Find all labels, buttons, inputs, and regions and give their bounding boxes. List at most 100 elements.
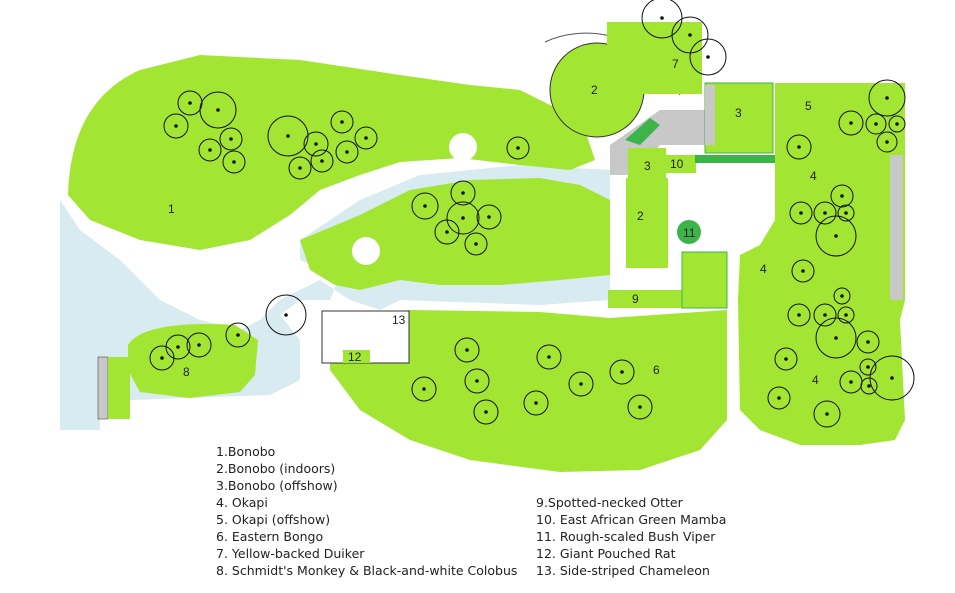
enclosure-3-inner — [628, 148, 666, 178]
enclosure-11 — [677, 220, 701, 244]
legend-left: 1.Bonobo 2.Bonobo (indoors) 3.Bonobo (of… — [216, 443, 517, 579]
tree-trunk — [834, 234, 838, 238]
tree-canopy — [868, 79, 906, 117]
label-area-9: 9 — [632, 292, 639, 306]
tree-canopy — [856, 330, 880, 354]
tree-trunk — [320, 159, 324, 163]
tree-canopy — [506, 136, 530, 160]
tree-canopy — [689, 38, 727, 76]
rock-2 — [352, 237, 380, 265]
tree-trunk — [660, 16, 664, 20]
tree-canopy — [450, 180, 476, 206]
tree-canopy — [627, 394, 653, 420]
tree-trunk — [422, 387, 426, 391]
enclosure-4 — [738, 155, 905, 445]
tree-trunk — [229, 137, 233, 141]
label-area-4b: 4 — [760, 262, 767, 276]
tree-canopy — [476, 204, 502, 230]
tree-canopy — [303, 131, 329, 157]
tree-canopy — [860, 377, 878, 395]
tree-trunk — [484, 410, 488, 414]
rock-1 — [449, 133, 477, 161]
tree-trunk — [777, 396, 781, 400]
label-area-4a: 4 — [810, 169, 817, 183]
tree-trunk — [516, 146, 520, 150]
tree-canopy — [265, 294, 307, 336]
enclosure-6 — [330, 310, 727, 472]
tree-canopy — [813, 303, 837, 327]
tree-trunk — [823, 313, 827, 317]
tree-trunk — [423, 204, 427, 208]
tree-canopy — [859, 358, 877, 376]
tree-trunk — [866, 340, 870, 344]
legend-item: 12. Giant Pouched Rat — [536, 546, 676, 561]
tree-canopy — [219, 127, 243, 151]
tree-canopy — [837, 204, 855, 222]
label-area-3-inner: 3 — [644, 159, 651, 173]
tree-canopy — [774, 347, 798, 371]
enclosure-8-outer — [108, 357, 130, 419]
label-area-13: 13 — [392, 313, 406, 327]
tree-trunk — [176, 345, 180, 349]
label-area-2-top: 2 — [591, 83, 598, 97]
tree-trunk — [340, 120, 344, 124]
legend-item: 8. Schmidt's Monkey & Black-and-white Co… — [216, 563, 518, 578]
tree-canopy — [609, 359, 635, 385]
tree-canopy — [464, 368, 490, 394]
tree-trunk — [844, 211, 848, 215]
tree-canopy — [641, 0, 683, 39]
tree-canopy — [163, 113, 189, 139]
tree-trunk — [799, 211, 803, 215]
legend-item: 11. Rough-scaled Bush Viper — [536, 529, 716, 544]
tree-trunk — [867, 384, 871, 388]
enclosure-9 — [608, 290, 683, 308]
legend-item: 4. Okapi — [216, 495, 268, 510]
legend-item: 9.Spotted-necked Otter — [536, 495, 683, 510]
enclosure-1-island — [300, 178, 610, 290]
tree-trunk — [547, 355, 551, 359]
tree-trunk — [840, 294, 844, 298]
tree-trunk — [895, 122, 899, 126]
tree-canopy — [830, 184, 854, 208]
tree-trunk — [638, 405, 642, 409]
tree-canopy — [833, 287, 851, 305]
tree-trunk — [706, 55, 710, 59]
tree-canopy — [813, 201, 837, 225]
legend-item: 13. Side-striped Chameleon — [536, 563, 710, 578]
label-area-1: 1 — [168, 202, 175, 216]
label-area-2-inner: 2 — [637, 209, 644, 223]
tree-trunk — [445, 230, 449, 234]
label-area-11: 11 — [683, 226, 696, 240]
label-area-5: 5 — [805, 99, 812, 113]
tree-trunk — [688, 33, 692, 37]
tree-trunk — [232, 160, 236, 164]
tree-canopy — [267, 115, 309, 157]
tree-trunk — [465, 348, 469, 352]
tree-canopy — [787, 303, 811, 327]
tree-canopy — [199, 91, 237, 129]
tree-trunk — [236, 333, 240, 337]
tree-canopy — [568, 371, 594, 397]
label-area-7: 7 — [672, 57, 679, 71]
tree-trunk — [208, 148, 212, 152]
tree-trunk — [534, 401, 538, 405]
tree-canopy — [786, 134, 812, 160]
tree-trunk — [849, 121, 853, 125]
tree-canopy — [789, 201, 813, 225]
tree-canopy — [411, 192, 439, 220]
legend-right: 9.Spotted-necked Otter 10. East African … — [536, 494, 726, 579]
grey-wall-4 — [890, 155, 903, 300]
enclosure-3 — [704, 82, 774, 154]
tree-trunk — [284, 313, 288, 317]
tree-trunk — [885, 96, 889, 100]
tree-trunk — [784, 357, 788, 361]
legend-item: 1.Bonobo — [216, 444, 276, 459]
tree-canopy — [454, 337, 480, 363]
tree-canopy — [837, 306, 855, 324]
legend-item: 3.Bonobo (offshow) — [216, 478, 338, 493]
tree-canopy — [523, 390, 549, 416]
legend-item: 2.Bonobo (indoors) — [216, 461, 336, 476]
tree-canopy — [335, 140, 359, 164]
tree-trunk — [840, 194, 844, 198]
tree-canopy — [464, 232, 488, 256]
